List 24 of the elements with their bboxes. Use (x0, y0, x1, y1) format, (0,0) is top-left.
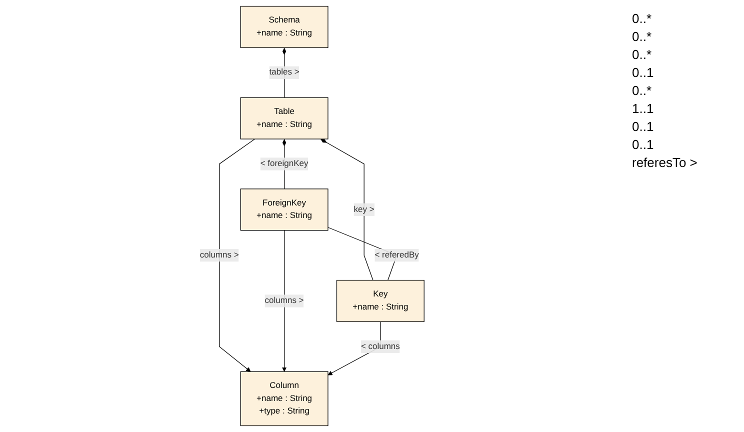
edge-label: columns > (264, 296, 304, 306)
arrow (282, 230, 287, 372)
association-end-label: 0..* (632, 11, 653, 26)
association-end-label: 0..1 (632, 137, 655, 152)
edge-label: tables > (269, 68, 300, 77)
node-box: Schema +name : String (240, 6, 328, 48)
association-end-label: 0..* (632, 29, 653, 44)
edge-label: < foreignKey (260, 159, 308, 168)
node-box: Table +name : String (240, 97, 328, 140)
association-end-label: 0..1 (632, 65, 655, 80)
association-end-label: 1..1 (632, 101, 655, 116)
association-end-label: 0..* (632, 47, 653, 62)
connector (320, 138, 374, 281)
node-box: Column +name : String +type : String (240, 371, 328, 426)
edge-label: columns > (200, 250, 239, 260)
association-end-label: referesTo > (632, 155, 698, 170)
edge-label: < columns (360, 342, 400, 351)
node-box: ForeignKey +name : String (240, 188, 328, 231)
arrow (219, 138, 256, 372)
edge-label: < referedBy (374, 250, 419, 260)
node-box: Key +name : String (336, 280, 424, 322)
edge-label: key > (354, 204, 374, 214)
association-end-label: 0..1 (632, 119, 655, 134)
association-end-label: 0..* (632, 83, 653, 98)
